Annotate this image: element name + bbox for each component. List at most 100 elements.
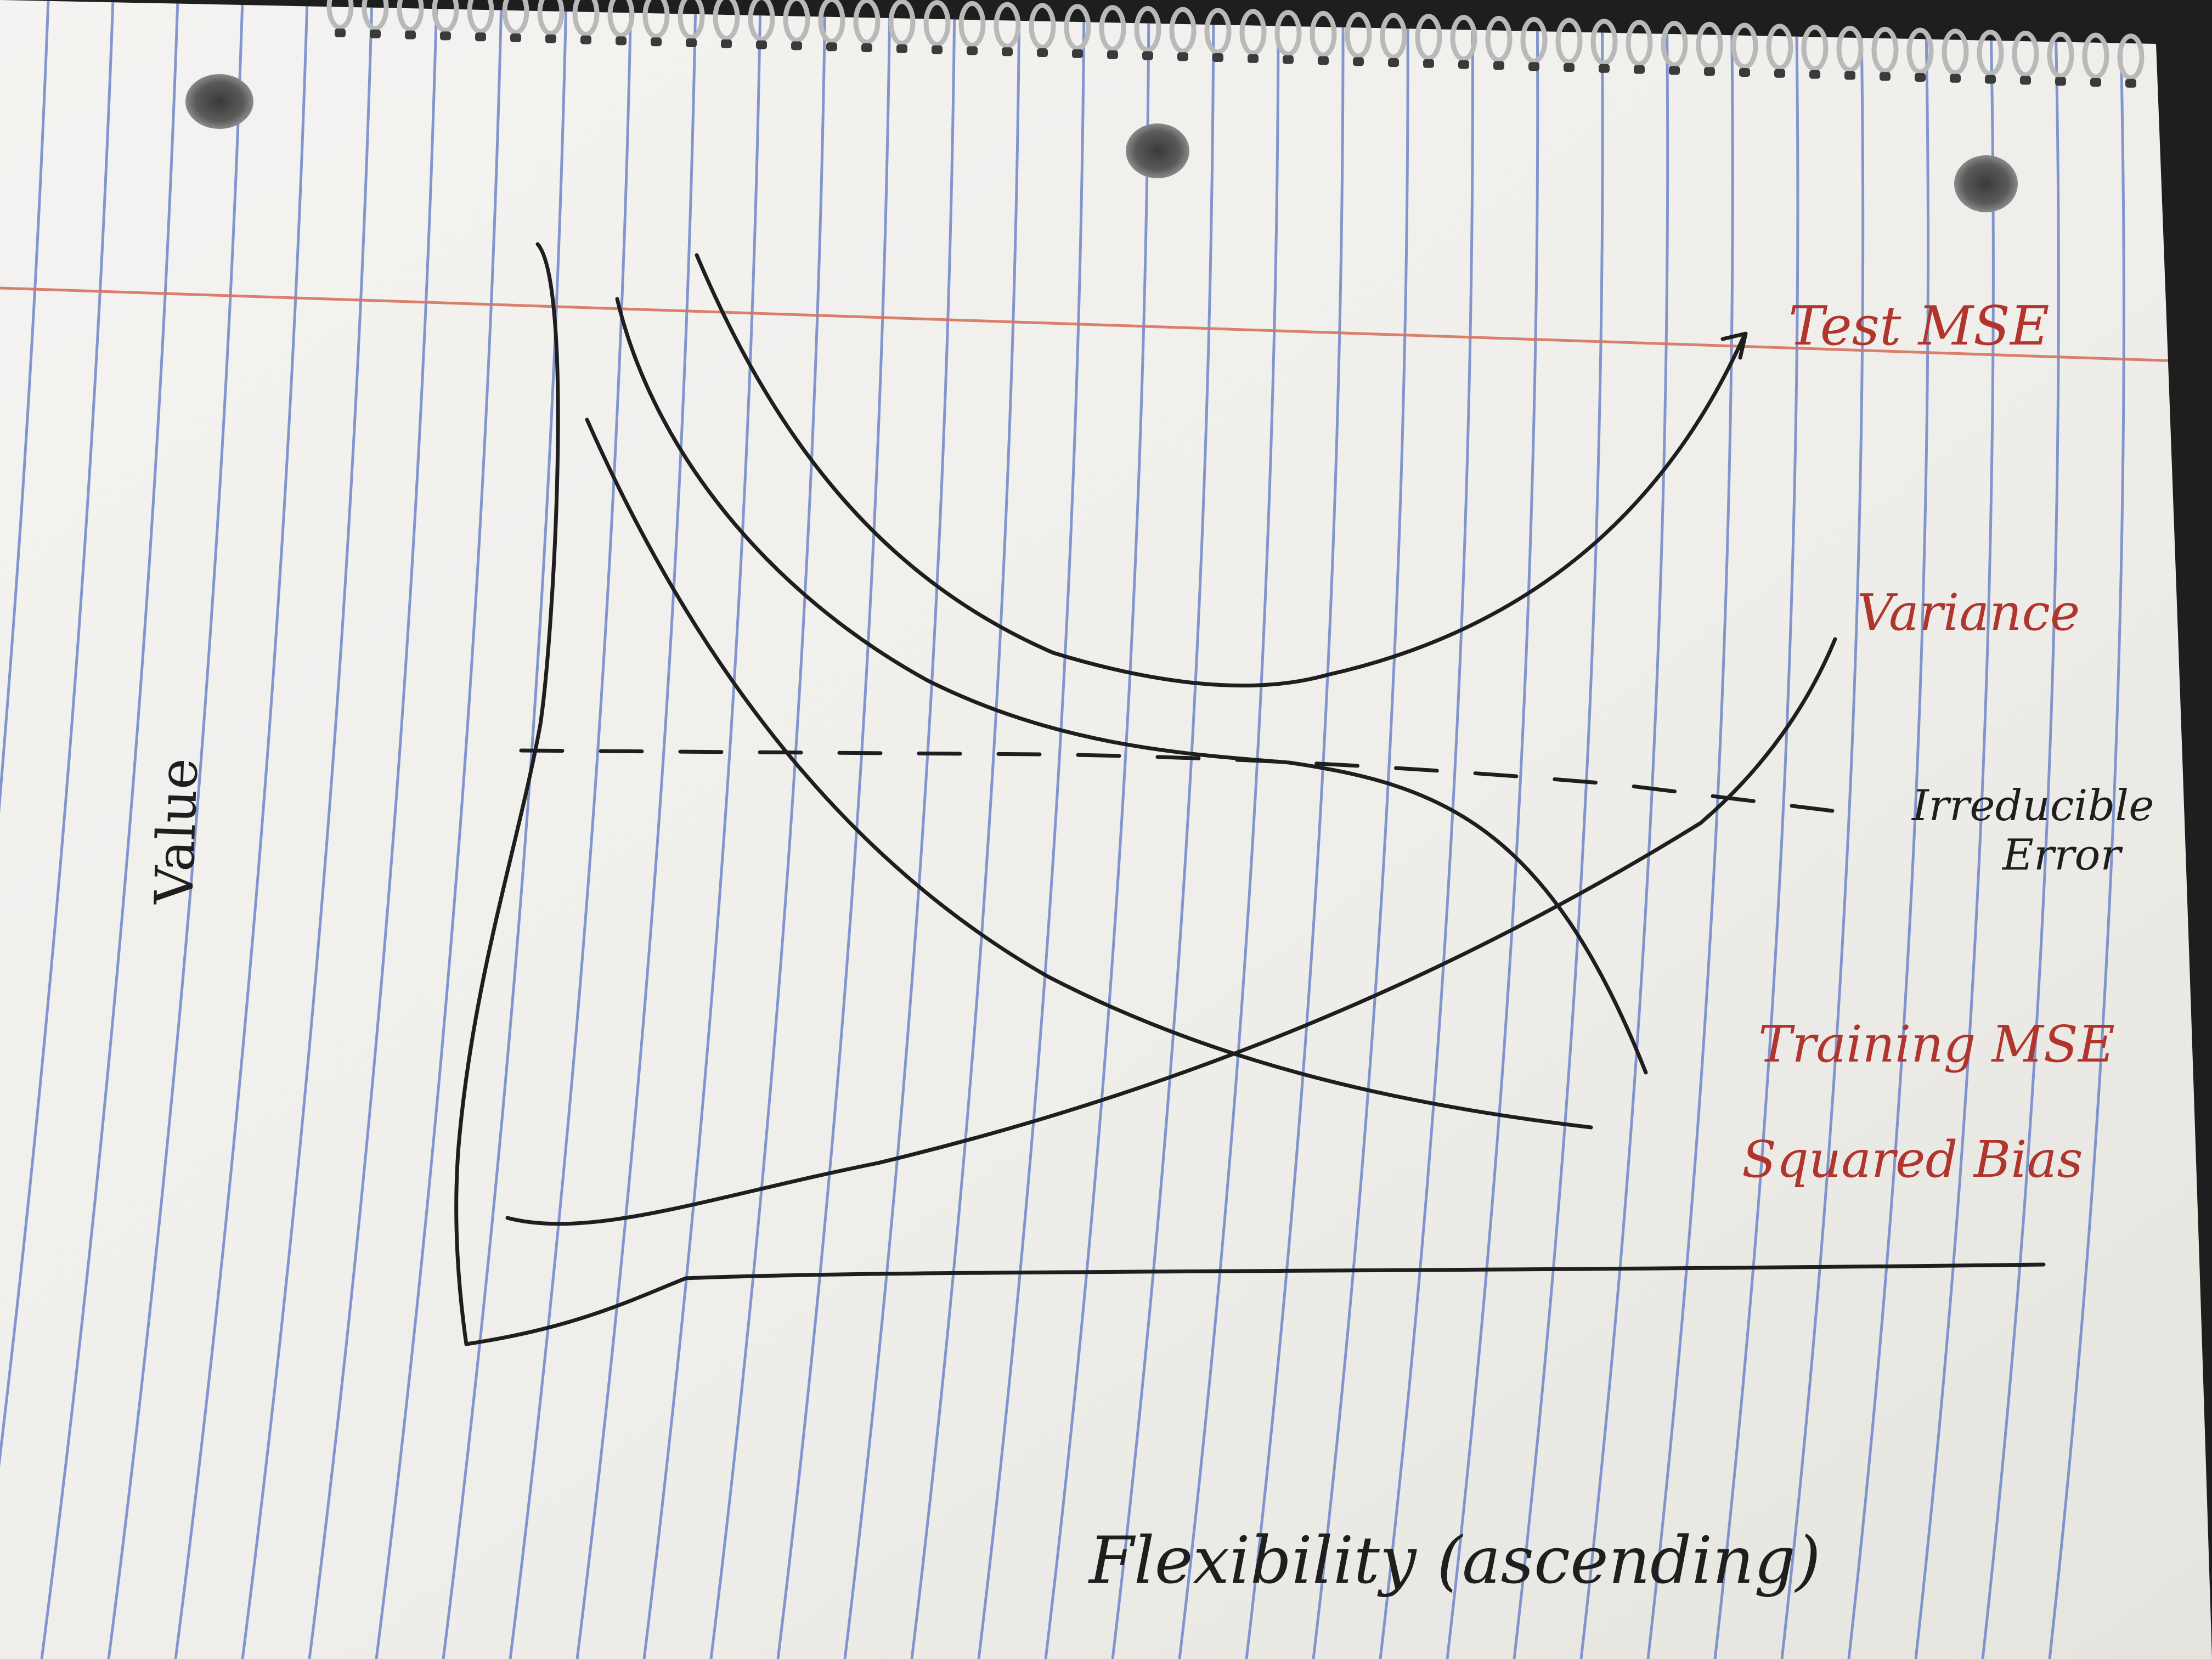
spiral-hole — [510, 33, 521, 42]
ruled-line — [1981, 0, 2060, 1659]
spiral-hole — [1493, 61, 1504, 70]
spiral-hole — [861, 43, 872, 52]
ruled-line — [375, 0, 503, 1659]
spiral-hole — [545, 34, 556, 43]
spiral-coil — [1239, 9, 1267, 56]
punch-hole — [185, 74, 253, 129]
ruled-line — [107, 0, 244, 1659]
ruled-line — [1312, 0, 1409, 1659]
x-axis-label: Flexibility (ascending) — [1088, 1522, 1821, 1598]
spiral-hole — [440, 31, 451, 41]
spiral-coil — [1942, 29, 1969, 76]
training-mse-curve — [615, 297, 1648, 1075]
spiral-hole — [1212, 53, 1223, 62]
ruled-line — [642, 0, 762, 1659]
spiral-binding — [326, 0, 2145, 88]
spiral-hole — [2055, 77, 2066, 86]
spiral-coil — [678, 0, 705, 40]
spiral-coil — [1380, 13, 1407, 60]
ruled-line — [1111, 0, 1215, 1659]
spiral-coil — [1310, 10, 1337, 58]
spiral-hole — [1458, 60, 1469, 69]
ruled-line — [241, 0, 374, 1659]
ruled-line — [174, 0, 309, 1659]
spiral-hole — [580, 35, 591, 44]
spiral-coil — [713, 0, 740, 41]
ruled-line — [0, 0, 115, 1659]
spiral-coil — [1415, 14, 1442, 61]
spiral-hole — [1388, 58, 1399, 67]
spiral-coil — [1134, 5, 1161, 53]
spiral-hole — [475, 32, 486, 42]
spiral-coil — [432, 0, 459, 33]
spiral-coil — [1064, 4, 1091, 51]
spiral-hole — [1037, 48, 1048, 57]
spiral-hole — [616, 36, 627, 46]
spiral-coil — [1345, 12, 1372, 59]
squared-bias-curve — [585, 417, 1593, 1130]
irreducible-error-dashed-line — [519, 748, 1835, 813]
ruled-lines — [0, 0, 2125, 1659]
spiral-hole — [1809, 70, 1820, 79]
spiral-coil — [2117, 33, 2145, 81]
ruled-line — [1713, 0, 1799, 1659]
spiral-hole — [2125, 78, 2136, 88]
spiral-hole — [1915, 73, 1926, 82]
spiral-coil — [994, 2, 1021, 49]
spiral-hole — [1107, 50, 1118, 59]
spiral-coil — [1696, 21, 1723, 69]
spiral-coil — [1766, 24, 1793, 71]
test-mse-label: Test MSE — [1788, 295, 2050, 358]
training-mse-label: Training MSE — [1758, 1015, 2115, 1074]
spiral-coil — [748, 0, 775, 42]
spiral-hole — [896, 44, 907, 53]
spiral-hole — [932, 45, 943, 54]
spiral-coil — [1450, 15, 1477, 62]
ruled-line — [1379, 0, 1474, 1659]
axis-labels: Value Flexibility (ascending) — [143, 757, 1821, 1598]
test-mse-curve — [695, 253, 1747, 688]
spiral-hole — [2090, 78, 2101, 87]
ruled-line — [308, 0, 438, 1659]
spiral-hole — [2020, 76, 2031, 85]
spiral-coil — [1169, 7, 1197, 54]
spiral-hole — [370, 29, 381, 38]
spiral-hole — [1950, 74, 1961, 83]
spiral-coil — [1801, 25, 1829, 72]
punch-hole — [1126, 123, 1189, 178]
spiral-hole — [686, 38, 697, 47]
spiral-hole — [1177, 52, 1188, 61]
spiral-coil — [818, 0, 845, 44]
squared-bias-label: Squared Bias — [1742, 1130, 2083, 1189]
spiral-hole — [1985, 75, 1996, 84]
spiral-hole — [1283, 55, 1294, 64]
spiral-coil — [467, 0, 494, 34]
ruled-line — [776, 0, 891, 1659]
irreducible-error-label-line1: Irreducible — [1911, 781, 2154, 831]
spiral-coil — [1626, 20, 1653, 67]
spiral-coil — [1099, 5, 1126, 52]
spiral-hole — [1774, 69, 1785, 78]
ruled-line — [1579, 0, 1669, 1659]
margin-line — [0, 286, 2212, 364]
spiral-hole — [651, 37, 662, 47]
spiral-coil — [607, 0, 635, 38]
spiral-coil — [2082, 32, 2109, 80]
spiral-coil — [1274, 10, 1302, 57]
spiral-hole — [1669, 66, 1680, 75]
spiral-hole — [1564, 63, 1575, 72]
x-axis-stroke — [464, 1262, 2046, 1346]
variance-label: Variance — [1857, 583, 2080, 642]
y-axis-stroke — [454, 242, 560, 1346]
ruled-line — [1914, 0, 1995, 1659]
spiral-hole — [1880, 72, 1891, 81]
spiral-coil — [1555, 18, 1583, 65]
spiral-hole — [1634, 65, 1645, 74]
spiral-hole — [1599, 64, 1610, 73]
spiral-hole — [1353, 57, 1364, 66]
spiral-coil — [502, 0, 529, 35]
curve-labels: Test MSE Variance Irreducible Error Trai… — [1742, 295, 2154, 1189]
spiral-hole — [335, 29, 346, 37]
spiral-hole — [756, 40, 767, 49]
